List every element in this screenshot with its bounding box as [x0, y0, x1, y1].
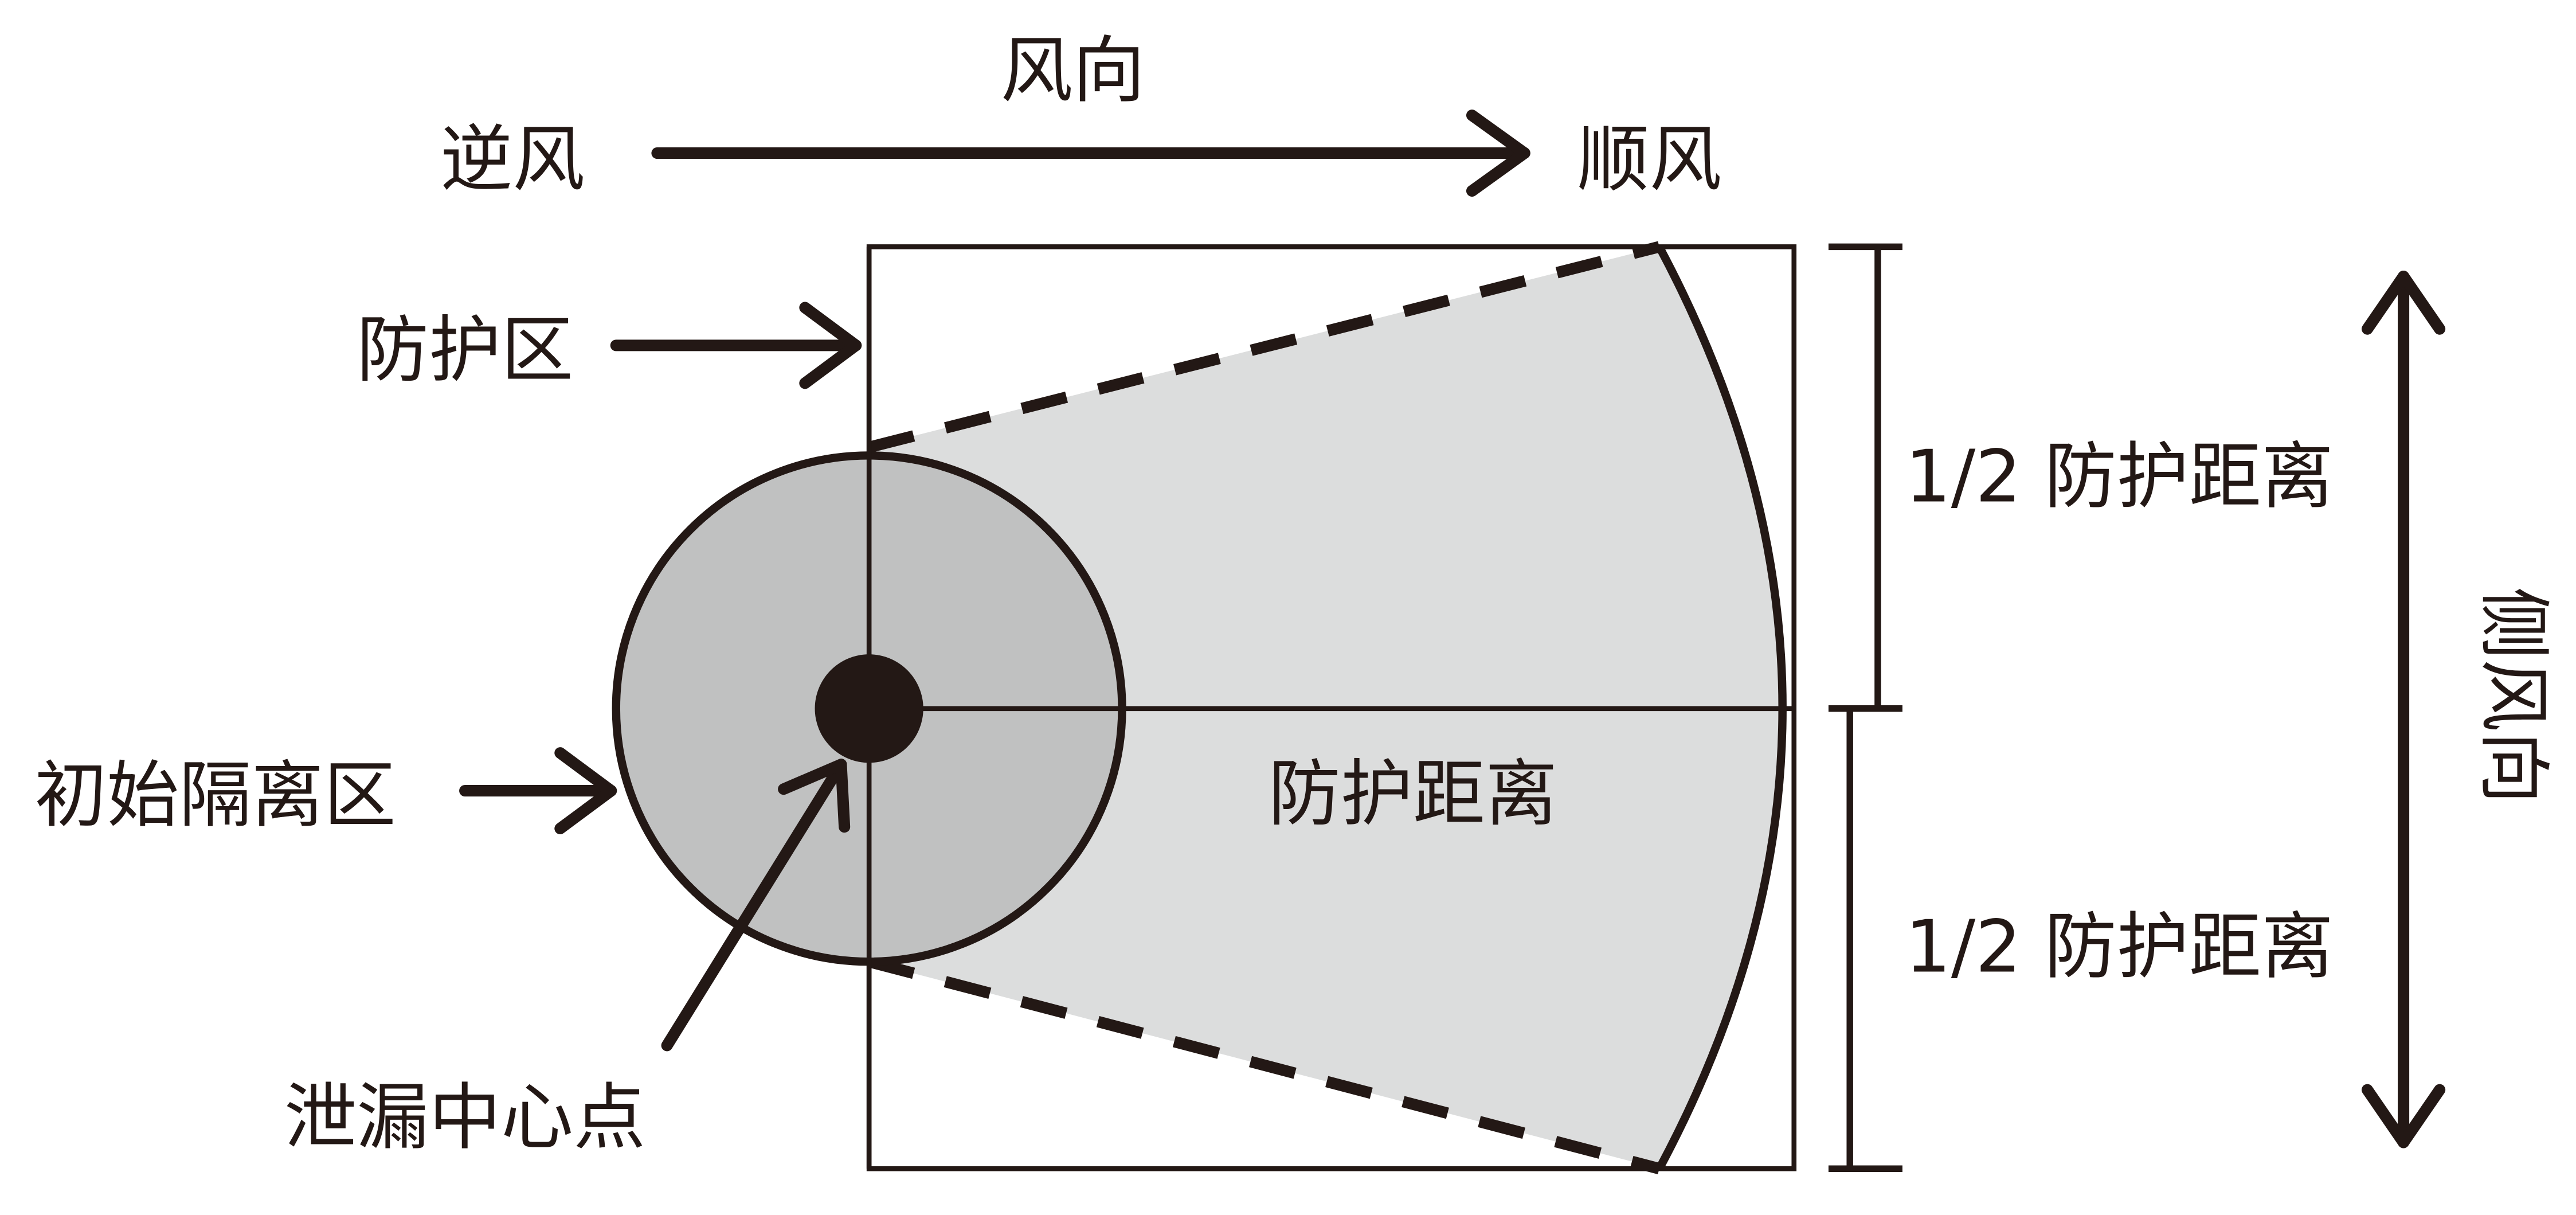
protection-zone-upper-boundary: [867, 241, 1661, 453]
leak-center-pointer-arrow: [661, 759, 851, 1052]
half-protection-distance-lower-label: 1/2 防护距离: [1905, 904, 2334, 989]
half-protection-distance-upper-label: 1/2 防护距离: [1905, 435, 2334, 519]
downwind-label: 顺风: [1577, 117, 1721, 201]
protection-zone-pointer-arrow: [610, 302, 862, 389]
half-distance-bracket-upper: [1828, 243, 1902, 709]
crosswind-direction-label: 侧风向: [2472, 587, 2556, 804]
crosswind-direction-arrow: [2361, 270, 2446, 1148]
initial-isolation-zone-pointer-arrow: [459, 747, 617, 835]
initial-isolation-zone-label: 初始隔离区: [34, 753, 396, 838]
half-distance-bracket-lower: [1828, 705, 1902, 1172]
protection-zone-lower-boundary: [867, 956, 1661, 1174]
wind-direction-label: 风向: [1000, 29, 1145, 113]
protection-distance-label: 防护距离: [1269, 752, 1557, 836]
protection-zone-label: 防护区: [357, 308, 573, 392]
wind-direction-arrow: [651, 110, 1530, 197]
leak-center-point-label: 泄漏中心点: [284, 1075, 645, 1159]
leak-center-dot: [815, 654, 923, 763]
upwind-label: 逆风: [440, 117, 585, 201]
